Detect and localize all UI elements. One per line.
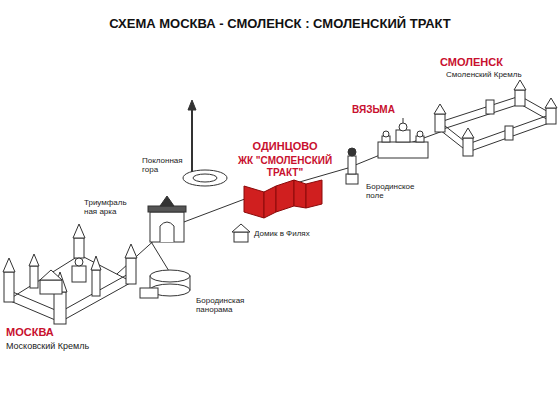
poklonnaya-monument (188, 100, 196, 110)
moscow-kremlin (3, 224, 137, 324)
borodino-monument (346, 148, 358, 184)
vyazma-church (383, 131, 389, 137)
landmark-label: Московский Кремль (6, 341, 126, 351)
moscow-kremlin (74, 238, 84, 258)
smolensk-kremlin (440, 114, 552, 144)
triumphal-arch (148, 196, 186, 242)
diagram-title: СХЕМА МОСКВА - СМОЛЕНСК : СМОЛЕНСКИЙ ТРА… (0, 16, 560, 31)
smolensk-kremlin (505, 126, 513, 140)
city-name: МОСКВА (6, 326, 96, 339)
panorama-building (140, 270, 190, 298)
residential-buildings (294, 180, 306, 208)
landmark-label: Бородинская панорама (196, 296, 260, 314)
panorama-building (140, 288, 158, 298)
residential-buildings (306, 180, 322, 208)
moscow-kremlin (73, 224, 85, 238)
triumphal-arch (160, 222, 174, 242)
complex-name: ЖК "СМОЛЕНСКИЙ ТРАКТ" (228, 155, 342, 178)
smolensk-kremlin (440, 104, 552, 152)
moscow-kremlin (3, 258, 15, 272)
house-icon (232, 224, 250, 232)
residential-buildings (244, 180, 322, 218)
landmark-label: Поклонная гора (142, 156, 190, 174)
landmark-label: Триумфаль ная арка (84, 198, 138, 216)
route-line (108, 112, 500, 282)
vyazma-church (396, 130, 410, 142)
moscow-kremlin (126, 258, 136, 284)
landmark-label: Бородинское поле (366, 182, 430, 200)
smolensk-kremlin (463, 138, 473, 156)
borodino-monument (346, 174, 358, 184)
panorama-building (150, 270, 190, 282)
moscow-kremlin (8, 272, 132, 312)
moscow-kremlin (125, 244, 137, 258)
moscow-kremlin (40, 280, 62, 294)
borodino-monument (348, 148, 356, 156)
city-name: ОДИНЦОВО (230, 140, 340, 153)
vyazma-church (399, 123, 407, 131)
moscow-kremlin (91, 256, 101, 270)
house-icon (234, 232, 248, 242)
triumphal-arch (148, 206, 186, 212)
triumphal-arch (150, 212, 184, 242)
moscow-kremlin (92, 270, 100, 296)
poklonnaya-monument (193, 174, 217, 182)
poklonnaya-monument (183, 100, 227, 186)
moscow-kremlin (72, 266, 86, 282)
moscow-kremlin (4, 272, 14, 302)
moscow-kremlin (30, 266, 38, 288)
house-icon (232, 224, 250, 242)
vyazma-church (378, 142, 428, 158)
triumphal-arch (160, 196, 174, 206)
route-line (108, 112, 500, 282)
smolensk-kremlin (434, 80, 557, 156)
vyazma-church (403, 118, 404, 123)
smolensk-kremlin (434, 104, 446, 114)
smolensk-kremlin (440, 96, 552, 122)
moscow-kremlin (75, 258, 83, 266)
smolensk-kremlin (486, 100, 494, 114)
smolensk-kremlin (546, 108, 556, 124)
smolensk-kremlin (435, 114, 445, 132)
poklonnaya-monument (183, 170, 227, 186)
landmark-label: Смоленский Кремль (446, 70, 556, 79)
residential-buildings (244, 186, 264, 218)
moscow-kremlin (8, 255, 132, 322)
landmark-label: Домик в Филях (254, 229, 334, 238)
borodino-monument (348, 156, 356, 174)
moscow-kremlin (29, 254, 39, 266)
smolensk-kremlin (514, 80, 526, 90)
moscow-kremlin (40, 270, 62, 280)
poklonnaya-monument (191, 108, 193, 172)
vyazma-church (417, 131, 423, 137)
smolensk-kremlin (545, 98, 557, 108)
residential-buildings (264, 186, 276, 218)
vyazma-church (378, 118, 428, 158)
city-name: СМОЛЕНСК (440, 56, 540, 69)
smolensk-kremlin (515, 90, 525, 106)
smolensk-kremlin (462, 128, 474, 138)
city-name: ВЯЗЬМА (352, 104, 422, 116)
residential-buildings (276, 180, 294, 212)
moscow-kremlin (54, 292, 66, 324)
